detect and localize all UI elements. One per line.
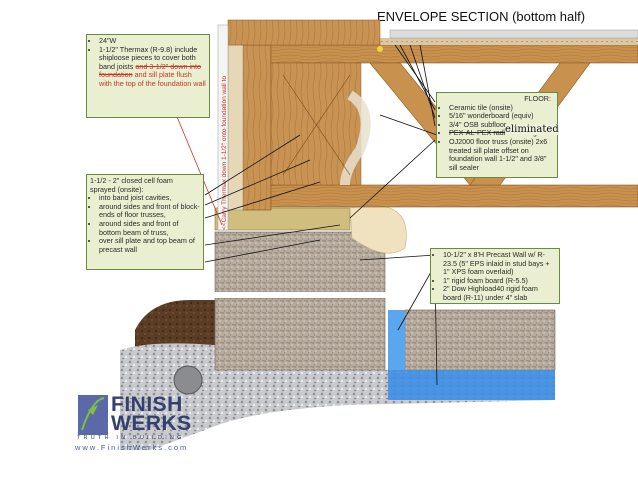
vertical-note: <<Carry Thermax down 1-1/2" onto foundat… [221, 76, 228, 230]
leader-lines [204, 44, 438, 386]
logo-word-finish: FINISH [111, 393, 183, 416]
drain-tile [173, 365, 203, 395]
wall-item: 2" Dow Highload40 rigid foam board (R-11… [443, 285, 556, 302]
thermax-board [217, 24, 229, 231]
truss-top-chord [270, 44, 638, 64]
thermax-callout: 24"W 1-1/2" Thermax (R-9.8) include ship… [86, 34, 210, 118]
precast-wall [214, 231, 386, 293]
logo-word-werks: WERKS [111, 412, 192, 435]
rigid-foam [388, 310, 555, 400]
subfloor [380, 38, 638, 45]
logo-tagline: TRUTH IN BUILDING [77, 435, 185, 441]
eliminated-label: eliminated [505, 124, 559, 135]
foam-callout: 1-1/2 - 2" closed cell foam sprayed (ons… [86, 174, 204, 270]
wall-callout: 10-1/2" x 8'H Precast Wall w/ R-23.5 (5"… [430, 248, 560, 304]
floor-callout: FLOOR: Ceramic tile (onsite) 5/16" wonde… [436, 92, 558, 178]
foam-item: over sill plate and top beam of precast … [99, 236, 200, 254]
thermax-width: 24"W [99, 36, 117, 45]
floor-slab [404, 309, 556, 371]
band-joist [242, 44, 272, 211]
page-title: ENVELOPE SECTION (bottom half) [377, 9, 586, 24]
finishwerks-logo: FINISH WERKS TRUTH IN BUILDING www.Finis… [75, 393, 205, 453]
floor-item: Ceramic tile (onsite) [449, 103, 554, 113]
foam-intro: 1-1/2 - 2" closed cell foam sprayed (ons… [90, 176, 173, 194]
wall-item: 1" rigid foam board (R-5.5) [443, 276, 556, 286]
footing [214, 297, 386, 371]
foam-item: around sides and front of bottom beam of… [99, 219, 200, 237]
foam-item: into band joist cavities, [99, 194, 200, 203]
floor-item: PEX-AL-PEX radiant tubing [449, 129, 554, 138]
thermax-note-b: and sill plate flush with the top of the… [99, 70, 206, 88]
wall-item: 10-1/2" x 8'H Precast Wall w/ R-23.5 (5"… [443, 250, 556, 277]
sill-plate [214, 207, 351, 231]
truss-bottom-chord [270, 184, 638, 208]
logo-url[interactable]: www.FinishWerks.com [75, 443, 189, 452]
floor-item: 3/4" OSB subfloor [449, 120, 554, 130]
foam-item: around sides and front of block-ends of … [99, 202, 200, 220]
floor-item: 5/16" wonderboard (equiv) [449, 112, 554, 121]
tile-layer [389, 29, 638, 39]
floor-item: OJ2000 floor truss (onsite) 2x6 treated … [449, 137, 554, 172]
soil-backfill [135, 300, 215, 350]
thermax-note-a: 1-1/2" Thermax (R-9.8) include shiploose… [99, 44, 198, 71]
floor-heading: FLOOR: [524, 94, 551, 103]
thermax-note-struck: and 3-1/2" down into foundation [99, 61, 202, 80]
